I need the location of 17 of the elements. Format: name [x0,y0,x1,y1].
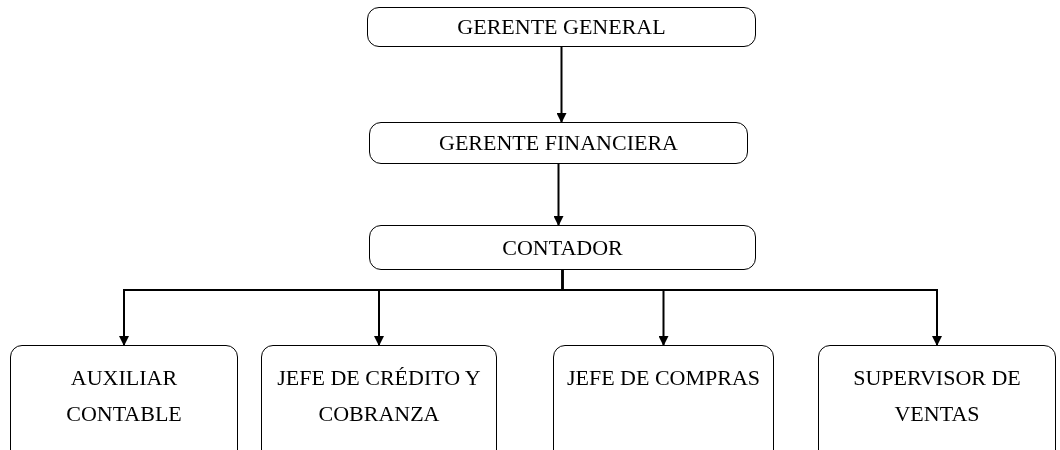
arrow [553,163,564,226]
process-box [369,122,748,164]
process-box [10,345,238,450]
arrow [561,269,942,346]
box-label: GERENTE FINANCIERA [438,129,679,157]
box-label: SUPERVISOR DE VENTAS [852,364,1022,428]
process-box [367,7,756,47]
arrow [556,46,567,123]
box-label: JEFE DE COMPRAS [565,364,762,392]
process-box [818,345,1056,450]
box-label: GERENTE GENERAL [456,13,667,41]
process-box [369,225,756,270]
box-label: CONTADOR [501,233,624,262]
process-box [261,345,497,450]
box-label: JEFE DE CRÉDITO Y COBRANZA [276,364,482,428]
box-label: AUXILIAR CONTABLE [65,364,183,428]
process-box [553,345,774,450]
